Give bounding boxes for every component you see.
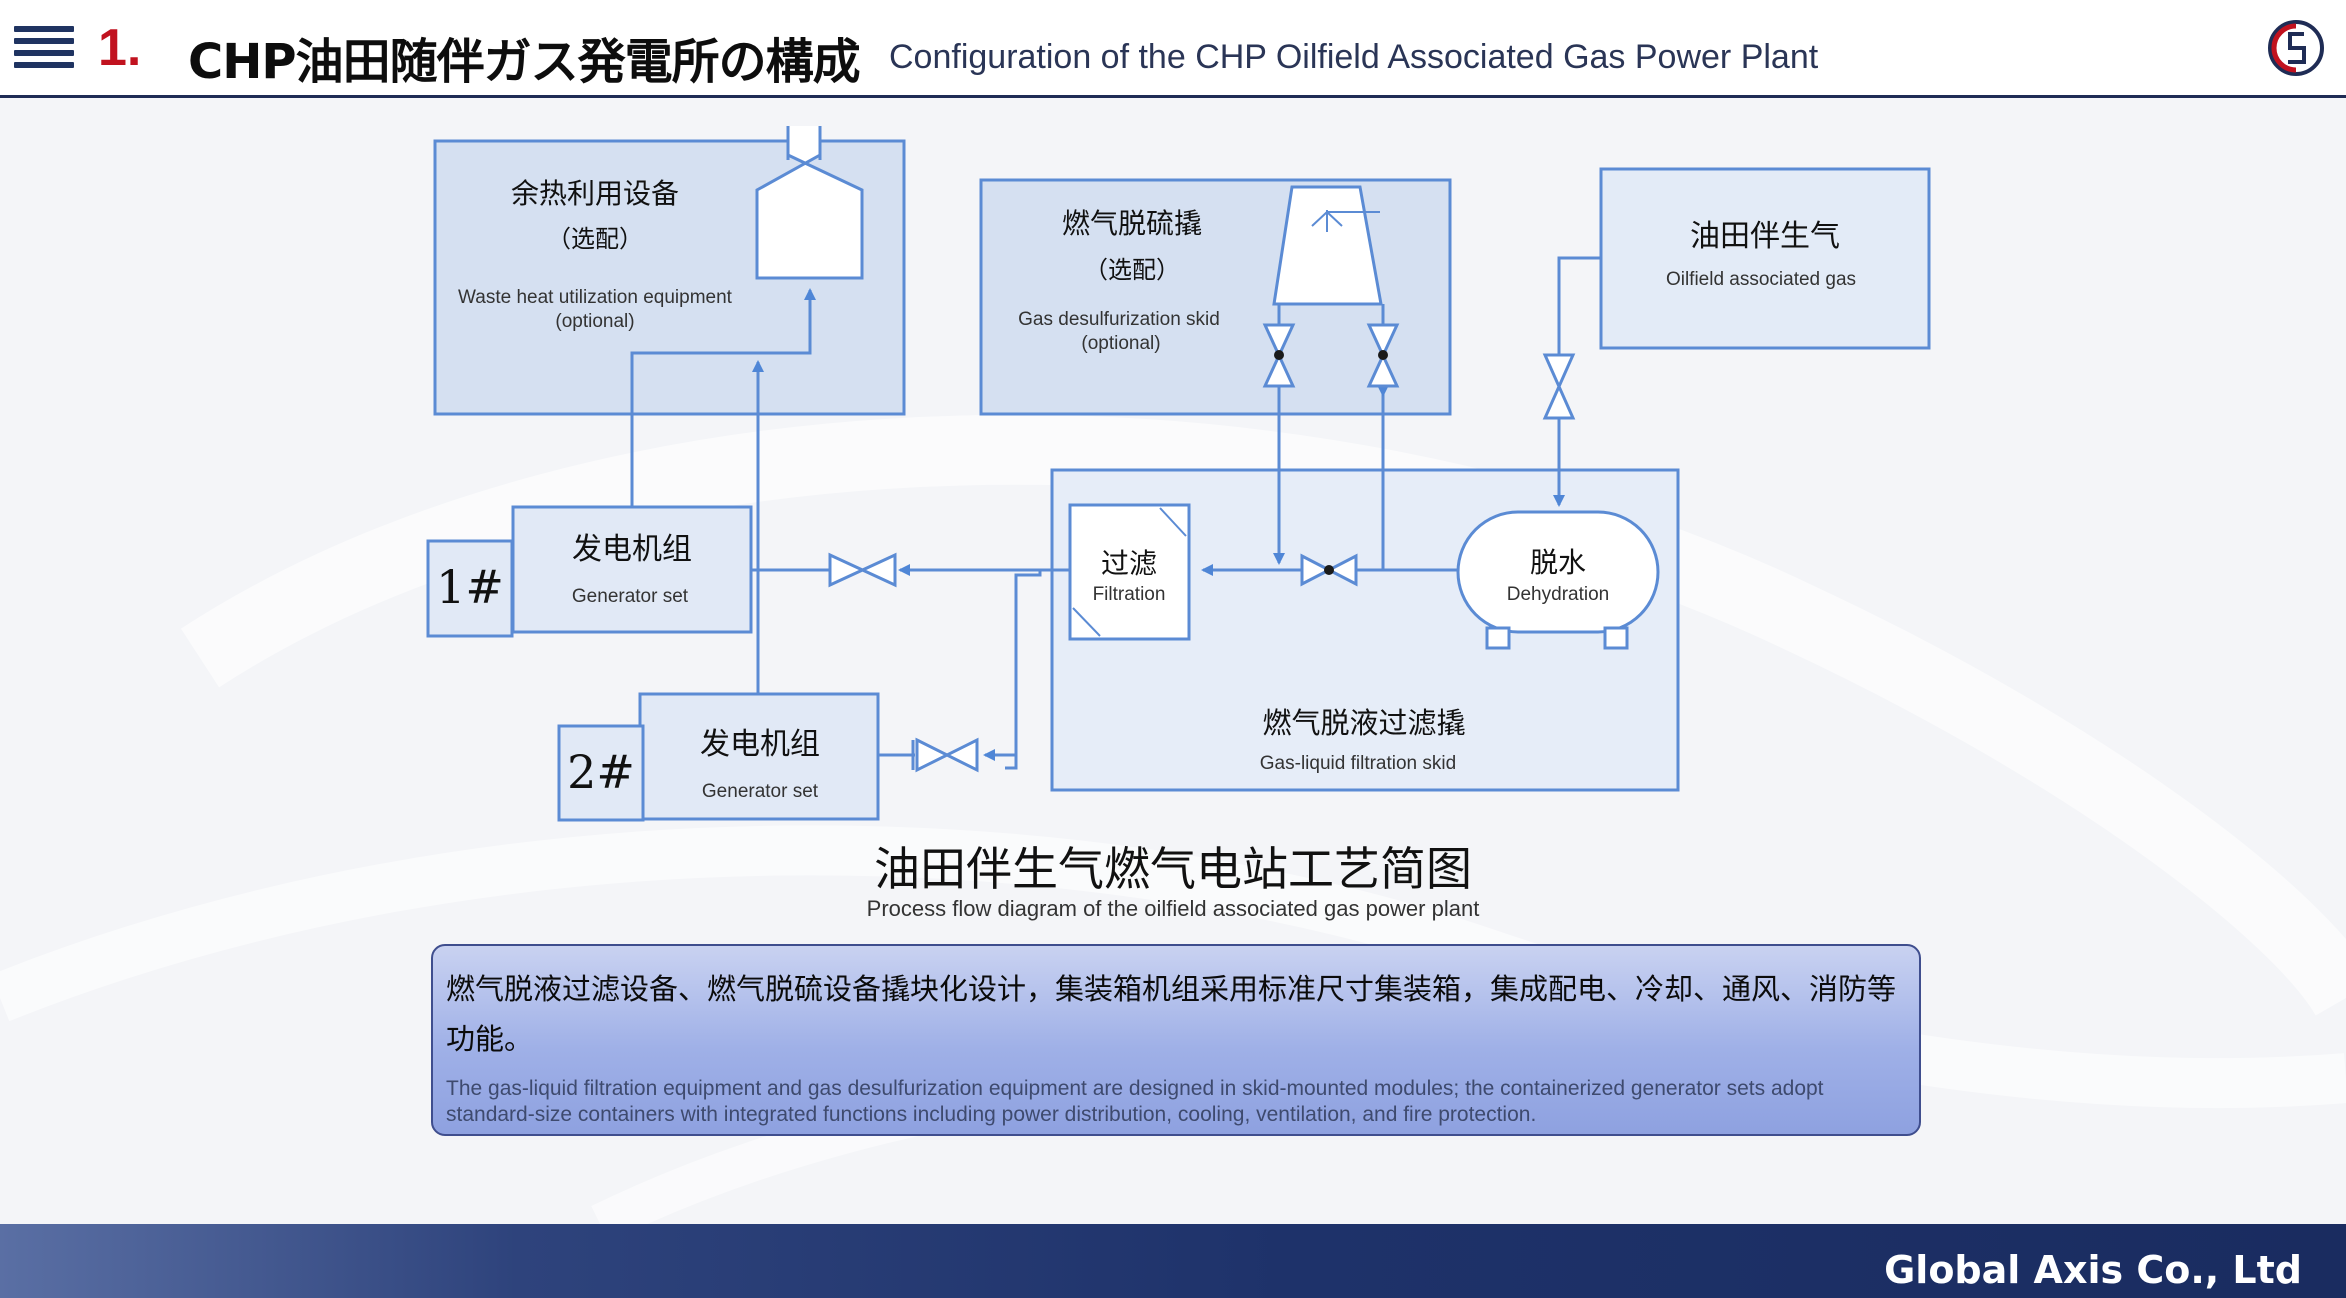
generator-2-tag-box: [557, 724, 645, 822]
company-logo-icon: [2268, 20, 2324, 76]
dehydration-tank: [1456, 510, 1660, 634]
desulf-label-en2: (optional): [1081, 333, 1160, 354]
exhaust-stack: [755, 126, 864, 280]
valve-gen2: [915, 737, 979, 773]
desulfurization-tower: [1272, 185, 1383, 306]
section-number: 1.: [98, 19, 142, 77]
desulf-label-en1: Gas desulfurization skid: [1018, 309, 1220, 330]
gen2-label-en: Generator set: [702, 781, 819, 802]
gas-source-box: [1599, 167, 1931, 350]
gen1-label-cn: 发电机组: [572, 532, 692, 567]
desulf-label-cn: 燃气脱硫撬: [1062, 207, 1202, 240]
filtration-box: [1068, 503, 1191, 641]
dehydration-label-en: Dehydration: [1507, 584, 1609, 605]
page-title: CHP油田随伴ガス発電所の構成: [188, 34, 861, 90]
skid-label-cn: 燃气脱液过滤撬: [1262, 706, 1465, 740]
gen1-label-en: Generator set: [572, 586, 689, 607]
waste-heat-label-cn-sub: （选配）: [547, 225, 643, 253]
footer-bar: [0, 1224, 2346, 1298]
filtration-label-cn: 过滤: [1101, 547, 1157, 580]
diagram-caption-cn: 油田伴生气燃气电站工艺简图: [874, 842, 1472, 896]
waste-heat-label-cn: 余热利用设备: [511, 177, 679, 210]
skid-label-en: Gas-liquid filtration skid: [1260, 753, 1456, 774]
gen2-label-cn: 发电机组: [700, 727, 820, 762]
valve-gen1: [828, 552, 897, 588]
diagram-caption-en: Process flow diagram of the oilfield ass…: [866, 896, 1480, 921]
description-en: The gas-liquid filtration equipment and …: [446, 1077, 1824, 1126]
valve-source: [1542, 353, 1576, 420]
footer-company-name: Global Axis Co., Ltd: [1884, 1248, 2302, 1292]
description-box: 燃气脱液过滤设备、燃气脱硫设备撬块化设计，集装箱机组采用标准尺寸集装箱，集成配电…: [431, 944, 1921, 1136]
header-bar: 1. CHP油田随伴ガス発電所の構成 Configuration of the …: [0, 0, 2346, 98]
waste-heat-label-en2: (optional): [555, 311, 634, 332]
desulf-label-cn-sub: （选配）: [1084, 256, 1180, 284]
gen1-tag: 1#: [436, 560, 504, 614]
menu-icon[interactable]: [14, 26, 74, 70]
page-subtitle: Configuration of the CHP Oilfield Associ…: [889, 38, 1819, 76]
generator-1-box: [511, 505, 753, 634]
dehydration-label-cn: 脱水: [1530, 546, 1586, 579]
gen2-tag: 2#: [567, 745, 635, 799]
waste-heat-label-en1: Waste heat utilization equipment: [458, 287, 733, 308]
gas-source-label-en: Oilfield associated gas: [1666, 269, 1856, 290]
filtration-label-en: Filtration: [1093, 584, 1166, 605]
gas-source-label-cn: 油田伴生气: [1690, 219, 1840, 254]
description-cn: 燃气脱液过滤设备、燃气脱硫设备撬块化设计，集装箱机组采用标准尺寸集装箱，集成配电…: [446, 972, 1897, 1056]
generator-1-tag-box: [426, 539, 514, 638]
